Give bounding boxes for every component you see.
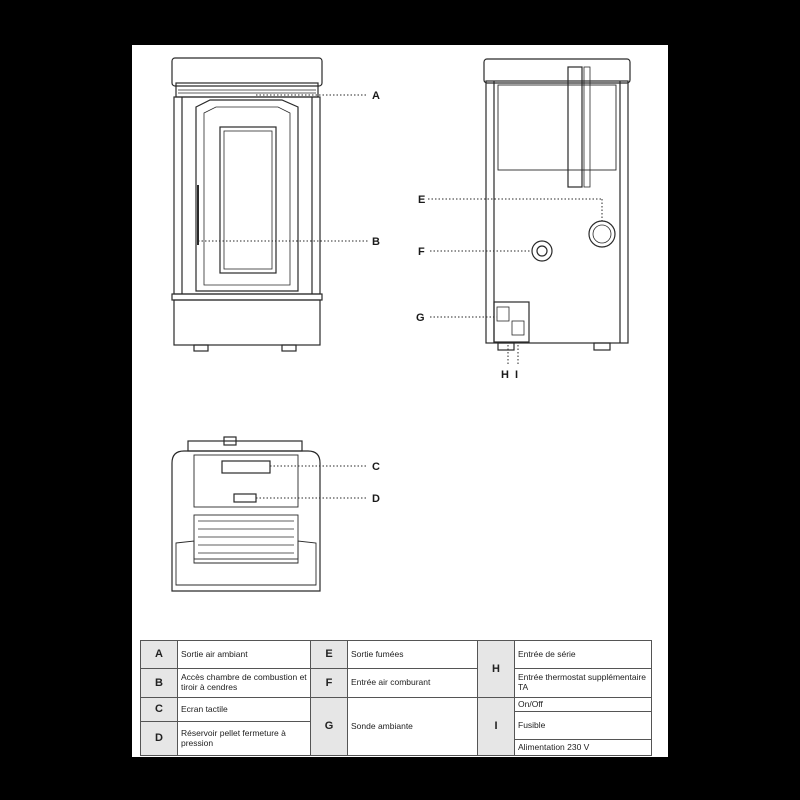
legend-desc-g: Sonde ambiante [347, 697, 478, 756]
legend-key-f: F [310, 668, 348, 698]
legend-key-e: E [310, 640, 348, 669]
callout-h: H [501, 369, 509, 381]
legend-key-g: G [310, 697, 348, 756]
legend-desc-b: Accès chambre de combustion et tiroir à … [177, 668, 311, 698]
legend-desc-i-1: On/Off [514, 697, 652, 712]
callout-c: C [372, 461, 380, 473]
callout-a: A [372, 90, 380, 102]
top-view [171, 436, 321, 592]
callout-d: D [372, 493, 380, 505]
legend-desc-h-2: Entrée thermostat supplémentaire TA [514, 668, 652, 698]
legend-key-c: C [140, 697, 178, 722]
legend-desc-f: Entrée air comburant [347, 668, 478, 698]
legend-desc-h-1: Entrée de série [514, 640, 652, 669]
legend-key-b: B [140, 668, 178, 698]
front-view [171, 57, 323, 352]
legend-desc-a: Sortie air ambiant [177, 640, 311, 669]
callout-i: I [515, 369, 518, 381]
callout-b: B [372, 236, 380, 248]
legend-desc-d: Réservoir pellet fermeture à pression [177, 721, 311, 756]
legend-key-a: A [140, 640, 178, 669]
legend-key-d: D [140, 721, 178, 756]
stove-technical-drawing: A B E F G H I C D [171, 57, 631, 592]
callout-f: F [418, 246, 425, 258]
legend-table: A Sortie air ambiant E Sortie fumées H E… [140, 640, 652, 756]
back-view [483, 58, 631, 351]
legend-key-h: H [477, 640, 515, 698]
legend-desc-i-3: Alimentation 230 V [514, 739, 652, 756]
document-sheet: A B E F G H I C D A Sortie air ambiant E… [132, 45, 668, 757]
callout-g: G [416, 312, 425, 324]
legend-key-i: I [477, 697, 515, 756]
legend-desc-c: Ecran tactile [177, 697, 311, 722]
legend-desc-i-2: Fusible [514, 711, 652, 740]
callout-e: E [418, 194, 425, 206]
legend-desc-e: Sortie fumées [347, 640, 478, 669]
